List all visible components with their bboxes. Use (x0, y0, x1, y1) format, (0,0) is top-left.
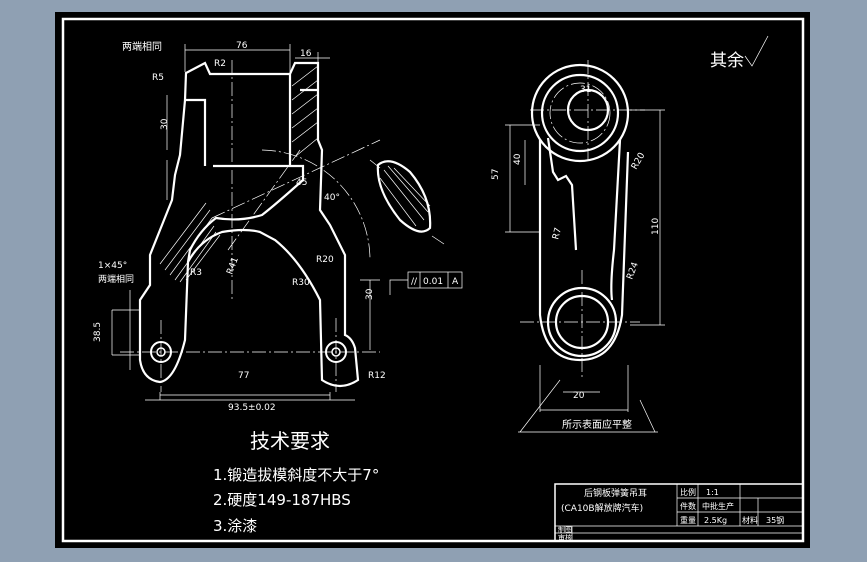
weight-value: 2.5Kg (704, 516, 727, 525)
roughness-symbol (744, 35, 769, 67)
note-both-ends-2: 两端相同 (98, 273, 134, 285)
dim-110: 110 (651, 218, 661, 235)
tech-heading: 技术要求 (250, 429, 330, 453)
dim-16: 16 (300, 49, 312, 59)
tech-item-3: 3.涂漆 (213, 517, 257, 535)
dim-38: 38.5 (93, 322, 103, 342)
row-label-1: 制图 (558, 525, 572, 534)
removed-section (376, 160, 432, 233)
dim-30b: 30 (365, 288, 375, 300)
row-label-2: 审核 (558, 533, 572, 542)
dim-57: 57 (491, 169, 501, 180)
ratio-value: 1:1 (706, 488, 719, 497)
dim-31: 31 (580, 85, 591, 95)
drawn-label: 件数 (680, 501, 696, 511)
section-label: 所示表面应平整 (562, 418, 632, 431)
hatching (159, 65, 319, 283)
dim-40deg: 40° (324, 193, 340, 203)
tech-item-2: 2.硬度149-187HBS (213, 491, 351, 509)
paper (55, 12, 810, 548)
dim-r12: R12 (368, 371, 386, 381)
material-value: 35钢 (766, 515, 784, 525)
dim-r30: R30 (292, 278, 310, 288)
tech-item-1: 1.锻造拔模斜度不大于7° (213, 466, 379, 484)
tolerance-frame: // 0.01 A (389, 271, 463, 295)
material-label: 材料 (742, 515, 758, 525)
part-name-1: 后钢板弹簧吊耳 (584, 487, 647, 499)
dim-r5: R5 (152, 73, 164, 83)
dim-top-width: 76 (236, 41, 248, 51)
dim-r2: R2 (214, 59, 226, 69)
drawn-value: 中批生产 (702, 501, 734, 511)
dim-r20: R20 (316, 255, 334, 265)
dim-20: 20 (573, 391, 585, 401)
border-frame (61, 17, 805, 543)
weight-label: 重量 (680, 515, 696, 525)
dim-r7: R7 (551, 227, 564, 241)
tol-symbol: // (411, 277, 418, 287)
ratio-label: 比例 (680, 487, 696, 497)
tech-requirements: 技术要求 1.锻造拔模斜度不大于7° 2.硬度149-187HBS 3.涂漆 (213, 429, 379, 535)
note-chamfer: 1×45° (98, 261, 127, 271)
tol-datum: A (452, 277, 459, 287)
tol-value: 0.01 (423, 277, 443, 287)
dim-45: 45 (296, 178, 307, 188)
dim-40v: 40 (513, 153, 523, 165)
dim-30: 30 (160, 118, 170, 130)
dim-93: 93.5±0.02 (228, 403, 276, 413)
part-name-2: (CA10B解放牌汽车) (561, 502, 643, 514)
dim-77: 77 (238, 371, 249, 381)
dim-r3: R3 (190, 268, 202, 278)
rough-note: 其余 (710, 51, 744, 71)
title-block: 后钢板弹簧吊耳 (CA10B解放牌汽车) 比例 1:1 件数 中批生产 重量 2… (554, 483, 804, 542)
note-both-ends: 两端相同 (122, 40, 162, 53)
